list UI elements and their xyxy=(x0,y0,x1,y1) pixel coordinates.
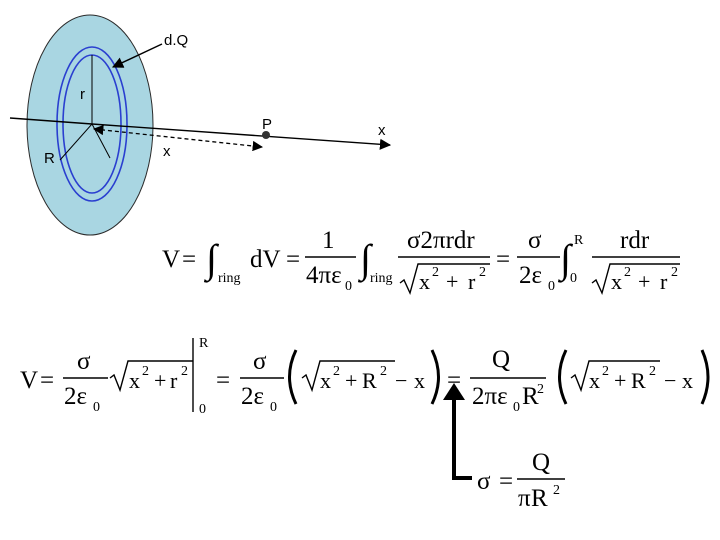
radius-R-line xyxy=(59,123,93,161)
svg-text:+: + xyxy=(345,368,357,393)
svg-text:x: x xyxy=(414,368,425,393)
svg-text:=: = xyxy=(40,367,54,394)
svg-text:R: R xyxy=(522,383,539,410)
svg-text:0: 0 xyxy=(570,271,577,286)
svg-text:2: 2 xyxy=(553,483,560,498)
svg-text:R: R xyxy=(531,485,548,512)
svg-text:R: R xyxy=(199,336,209,351)
svg-text:2: 2 xyxy=(624,265,631,280)
svg-text:2: 2 xyxy=(649,364,656,379)
svg-text:ring: ring xyxy=(370,271,393,286)
svg-text:R: R xyxy=(362,368,377,393)
equation-1: V = ∫ ring dV = 1 4πε 0 ∫ ring σ2πrdr x … xyxy=(162,227,680,296)
svg-text:+: + xyxy=(446,269,458,294)
svg-text:2: 2 xyxy=(333,364,340,379)
svg-text:2: 2 xyxy=(142,364,149,379)
svg-text:σ: σ xyxy=(253,348,267,375)
svg-text:σ: σ xyxy=(77,348,91,375)
label-dQ: d.Q xyxy=(164,32,188,49)
equation-2: V = σ 2ε 0 x 2 + r 2 R 0 = σ 2ε 0 x 2 + … xyxy=(20,336,710,417)
svg-text:0: 0 xyxy=(93,400,100,415)
svg-text:rdr: rdr xyxy=(620,227,650,254)
dQ-arrow xyxy=(111,43,163,68)
svg-text:−: − xyxy=(664,368,676,393)
svg-text:R: R xyxy=(631,368,646,393)
label-r: r xyxy=(80,86,85,103)
svg-text:4πε: 4πε xyxy=(306,262,342,289)
svg-text:=: = xyxy=(447,367,461,394)
label-R: R xyxy=(44,150,55,167)
svg-text:2: 2 xyxy=(380,364,387,379)
svg-text:r: r xyxy=(468,269,476,294)
equation-3: σ = Q π R 2 xyxy=(477,449,565,512)
svg-text:V: V xyxy=(162,246,180,273)
svg-text:∫: ∫ xyxy=(557,236,574,283)
svg-text:∫: ∫ xyxy=(203,236,220,283)
svg-text:x: x xyxy=(611,269,622,294)
svg-text:=: = xyxy=(286,246,300,273)
svg-text:0: 0 xyxy=(270,400,277,415)
svg-text:1: 1 xyxy=(322,227,335,254)
svg-text:R: R xyxy=(574,233,584,248)
point-P xyxy=(262,131,270,139)
svg-text:2πε: 2πε xyxy=(472,383,508,410)
svg-text:dV: dV xyxy=(250,246,281,273)
svg-text:Q: Q xyxy=(492,346,510,373)
disk xyxy=(26,14,154,236)
svg-text:+: + xyxy=(638,269,650,294)
svg-text:r: r xyxy=(170,368,178,393)
svg-text:2ε: 2ε xyxy=(519,262,542,289)
x-axis-behind xyxy=(9,117,93,125)
svg-text:2: 2 xyxy=(671,265,678,280)
label-x-axis: x xyxy=(378,122,386,139)
label-P: P xyxy=(262,116,272,133)
charged-disk xyxy=(26,14,154,236)
svg-text:−: − xyxy=(395,368,407,393)
svg-text:2: 2 xyxy=(537,382,544,397)
svg-text:π: π xyxy=(518,485,531,512)
svg-text:x: x xyxy=(682,368,693,393)
substitution-arrow xyxy=(452,392,472,480)
svg-text:2: 2 xyxy=(432,265,439,280)
svg-text:+: + xyxy=(614,368,626,393)
svg-text:V: V xyxy=(20,367,38,394)
svg-text:0: 0 xyxy=(513,400,520,415)
svg-text:x: x xyxy=(320,368,331,393)
svg-text:0: 0 xyxy=(548,279,555,294)
svg-text:+: + xyxy=(154,368,166,393)
svg-text:=: = xyxy=(496,246,510,273)
svg-text:σ: σ xyxy=(477,468,491,495)
svg-text:2: 2 xyxy=(602,364,609,379)
svg-text:σ: σ xyxy=(528,227,542,254)
substitution-arrowhead xyxy=(443,383,465,400)
svg-text:0: 0 xyxy=(345,279,352,294)
svg-text:ring: ring xyxy=(218,271,241,286)
svg-text:x: x xyxy=(129,368,140,393)
svg-text:=: = xyxy=(499,468,513,495)
svg-text:=: = xyxy=(182,246,196,273)
svg-text:r: r xyxy=(660,269,668,294)
svg-text:x: x xyxy=(589,368,600,393)
ring-element-outer xyxy=(56,46,128,202)
svg-text:σ2πrdr: σ2πrdr xyxy=(407,227,475,254)
svg-text:∫: ∫ xyxy=(357,236,374,283)
label-x-distance: x xyxy=(163,143,171,160)
svg-text:0: 0 xyxy=(199,402,206,417)
svg-text:=: = xyxy=(216,367,230,394)
distance-x-arrow xyxy=(92,124,264,152)
svg-text:2: 2 xyxy=(181,364,188,379)
svg-text:2ε: 2ε xyxy=(64,383,87,410)
svg-text:x: x xyxy=(419,269,430,294)
svg-text:Q: Q xyxy=(532,449,550,476)
svg-text:2ε: 2ε xyxy=(241,383,264,410)
svg-text:2: 2 xyxy=(479,265,486,280)
